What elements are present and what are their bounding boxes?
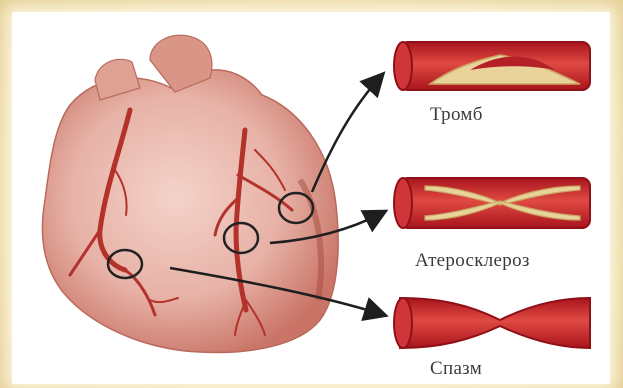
label-thrombus: Тромб	[430, 104, 483, 126]
label-spasm: Спазм	[430, 358, 482, 378]
vessel-spasm	[394, 298, 590, 348]
vessel-thrombus	[394, 42, 590, 90]
vessel-atherosclerosis	[394, 178, 590, 228]
label-atherosclerosis: Атеросклероз	[415, 250, 530, 272]
